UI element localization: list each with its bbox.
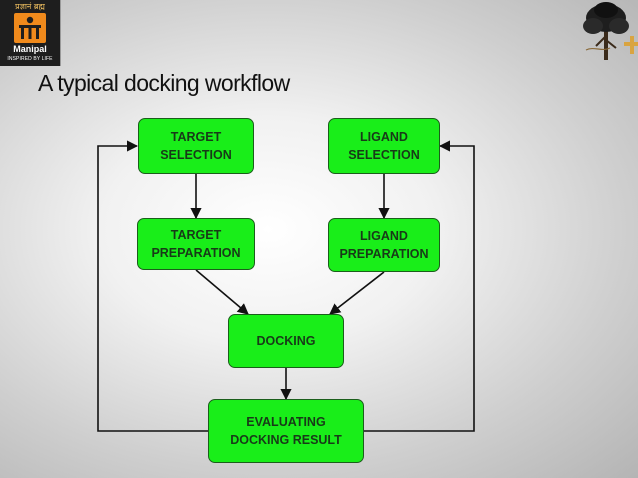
manipal-emblem-icon [14,13,46,43]
manipal-logo: प्रज्ञानं ब्रह्म Manipal INSPIRED BY LIF… [0,0,61,66]
node-ligand-selection-label: LIGAND SELECTION [348,130,420,162]
edge-ligand-preparation-to-docking [329,271,385,315]
logo-motto: प्रज्ञानं ब्रह्म [15,2,45,11]
node-ligand-selection: LIGAND SELECTION [328,118,440,174]
node-target-preparation-label: TARGET PREPARATION [151,228,241,260]
node-docking-label: DOCKING [256,334,316,348]
node-docking: DOCKING [228,314,344,368]
node-ligand-preparation: LIGAND PREPARATION [328,218,440,272]
node-evaluating-docking-result-label: EVALUATING DOCKING RESULT [230,415,342,447]
node-evaluating-docking-result: EVALUATING DOCKING RESULT [208,399,364,463]
node-target-selection-label: TARGET SELECTION [160,130,232,162]
logo-tagline: INSPIRED BY LIFE [7,56,53,62]
node-target-selection: TARGET SELECTION [138,118,254,174]
logo-wordmark: Manipal [13,44,47,54]
slide-title: A typical docking workflow [38,70,290,96]
tree-logo-icon [583,2,638,60]
node-ligand-preparation-label: LIGAND PREPARATION [339,229,429,261]
edge-feedback-loop-right [364,140,475,432]
node-target-preparation: TARGET PREPARATION [137,218,255,270]
edge-feedback-loop-left [97,140,208,432]
edge-target-preparation-to-docking [195,269,249,315]
